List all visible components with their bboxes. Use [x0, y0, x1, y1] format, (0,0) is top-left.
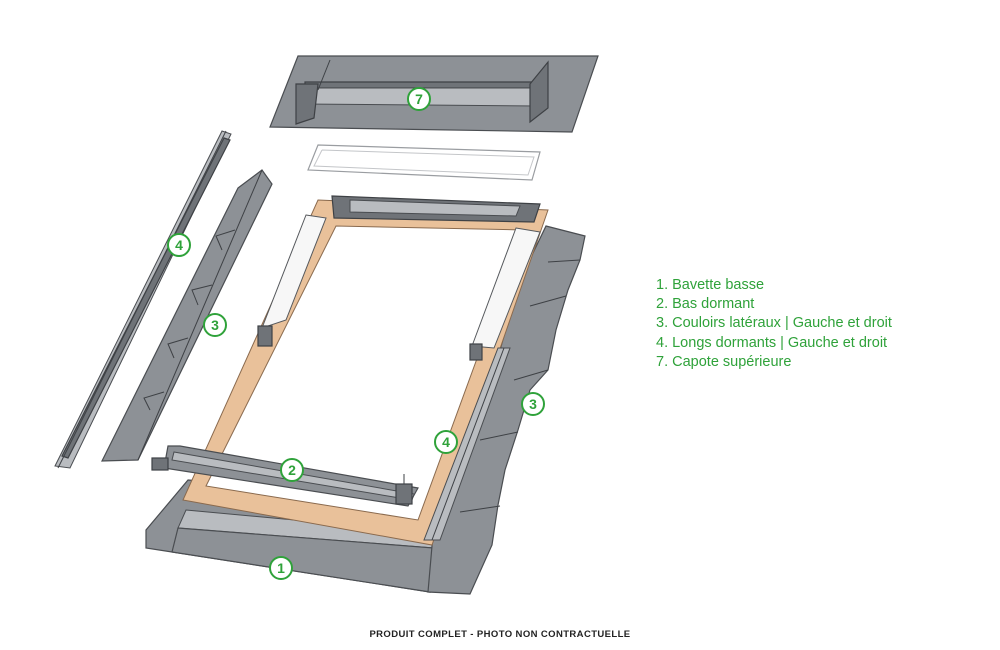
- svg-text:2: 2: [288, 462, 296, 478]
- parts-legend: 1. Bavette basse 2. Bas dormant 3. Coulo…: [656, 276, 892, 372]
- callout-3-left: 3: [203, 313, 227, 337]
- svg-text:1: 1: [277, 560, 285, 576]
- callout-4-left: 4: [167, 233, 191, 257]
- inner-profiles: [257, 214, 541, 361]
- disclaimer-footer: PRODUIT COMPLET - PHOTO NON CONTRACTUELL…: [369, 629, 631, 640]
- callout-2: 2: [280, 458, 304, 482]
- callout-4-right: 4: [434, 430, 458, 454]
- svg-text:7: 7: [415, 91, 423, 107]
- legend-item: 3. Couloirs latéraux | Gauche et droit: [656, 315, 892, 332]
- legend-item: 4. Longs dormants | Gauche et droit: [656, 334, 888, 351]
- callout-3-right: 3: [521, 392, 545, 416]
- legend-item: 7. Capote supérieure: [656, 353, 792, 370]
- svg-text:4: 4: [175, 237, 183, 253]
- left-long-frame-part: [54, 130, 232, 469]
- svg-text:3: 3: [529, 396, 537, 412]
- svg-text:3: 3: [211, 317, 219, 333]
- svg-text:4: 4: [442, 434, 450, 450]
- callout-1: 1: [269, 556, 293, 580]
- glass-strip-part: [307, 144, 541, 181]
- callout-7: 7: [407, 87, 431, 111]
- top-cap-part: [269, 55, 599, 133]
- legend-item: 1. Bavette basse: [656, 277, 765, 293]
- legend-item: 2. Bas dormant: [656, 296, 755, 313]
- right-long-frame-part: [423, 347, 511, 541]
